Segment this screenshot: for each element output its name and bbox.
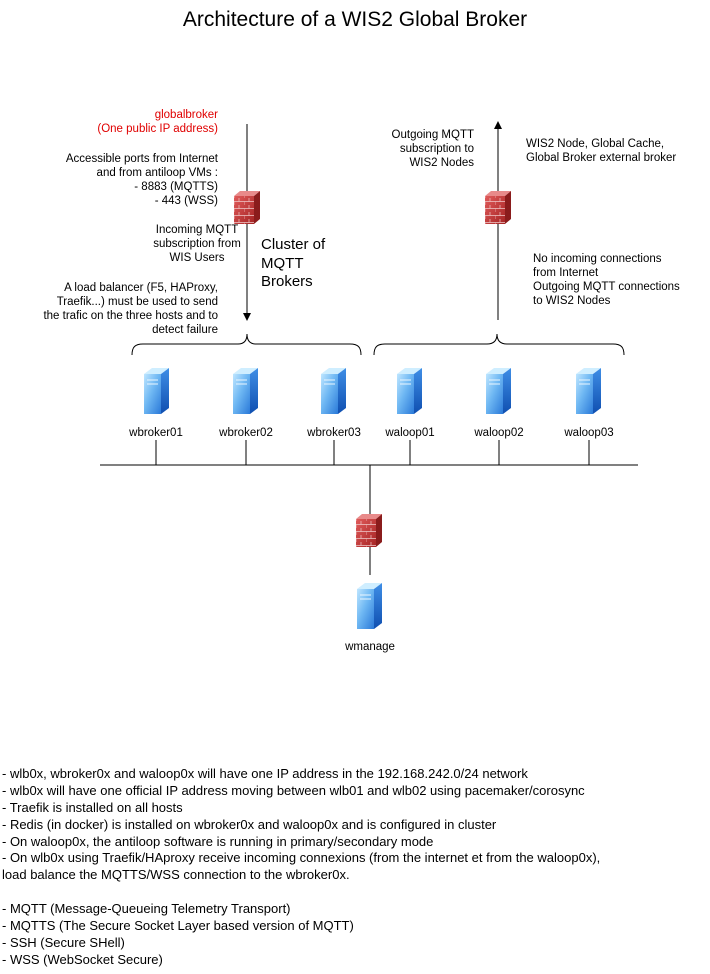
note-line: load balance the MQTTS/WSS connection to… — [2, 867, 350, 883]
host-label-wbroker01: wbroker01 — [129, 427, 183, 439]
cluster-label-line: Brokers — [261, 273, 313, 290]
outgoing-line: Outgoing MQTT — [391, 129, 474, 141]
outgoing-line: WIS2 Nodes — [409, 157, 474, 169]
host-label-waloop01: waloop01 — [385, 427, 435, 439]
note-line — [2, 884, 600, 901]
ports-line: and from antiloop VMs : — [96, 167, 218, 179]
cluster-label: Cluster of MQTT Brokers — [261, 236, 325, 292]
server-icon — [486, 368, 511, 414]
host-connectors — [155, 440, 590, 575]
note-line: - wlb0x, wbroker0x and waloop0x will hav… — [2, 766, 528, 781]
no-incoming-line: to WIS2 Nodes — [533, 295, 611, 307]
external-brokers-line: Global Broker external broker — [526, 152, 677, 164]
globalbroker-ip-note: (One public IP address) — [97, 123, 218, 135]
incoming-line: WIS Users — [169, 252, 225, 264]
server-icon — [233, 368, 258, 414]
firewall-icon — [356, 514, 382, 547]
brace-antiloop — [373, 333, 625, 356]
ports-line: - 8883 (MQTTS) — [134, 181, 218, 193]
server-icon — [397, 368, 422, 414]
ports-line: - 443 (WSS) — [154, 195, 218, 207]
diagram-title: Architecture of a WIS2 Global Broker — [182, 8, 528, 31]
host-label-waloop02: waloop02 — [474, 427, 524, 439]
outgoing-line: subscription to — [399, 143, 474, 155]
host-label-wbroker02: wbroker02 — [219, 427, 273, 439]
note-line: - On waloop0x, the antiloop software is … — [2, 833, 434, 849]
load-balancer-line: Traefik...) must be used to send — [56, 296, 218, 308]
note-line: - Traefik is installed on all hosts — [2, 799, 183, 815]
load-balancer-line: detect failure — [152, 324, 218, 336]
note-line: - Redis (in docker) is installed on wbro… — [2, 816, 497, 832]
brace-brokers — [131, 333, 362, 356]
load-balancer-line: A load balancer (F5, HAProxy, — [64, 282, 218, 294]
server-icon — [144, 368, 169, 414]
note-line: - SSH (Secure SHell) — [2, 934, 125, 950]
server-icon — [321, 368, 346, 414]
host-label-wbroker03: wbroker03 — [307, 427, 361, 439]
no-incoming-line: Outgoing MQTT connections — [533, 281, 680, 293]
note-line: - wlb0x will have one official IP addres… — [2, 782, 585, 798]
note-line: - MQTT (Message-Queueing Telemetry Trans… — [2, 901, 291, 917]
incoming-line: Incoming MQTT — [155, 224, 239, 236]
host-label-waloop03: waloop03 — [564, 427, 614, 439]
note-line: - On wlb0x using Traefik/HAproxy receive… — [2, 850, 601, 866]
incoming-line: subscription from — [153, 238, 241, 250]
server-icon — [357, 583, 382, 629]
host-label-wmanage: wmanage — [345, 641, 395, 653]
ports-line: Accessible ports from Internet — [65, 153, 218, 165]
cluster-label-line: Cluster of — [261, 236, 326, 253]
firewall-icon — [485, 191, 511, 224]
no-incoming-line: No incoming connections — [533, 253, 662, 265]
firewall-icon — [234, 191, 260, 224]
note-line: - WSS (WebSocket Secure) — [2, 951, 163, 967]
notes-block: - wlb0x, wbroker0x and waloop0x will hav… — [2, 766, 600, 969]
external-brokers-line: WIS2 Node, Global Cache, — [526, 138, 665, 150]
server-icon — [576, 368, 601, 414]
load-balancer-line: the trafic on the three hosts and to — [43, 310, 218, 322]
no-incoming-line: from Internet — [533, 267, 599, 279]
cluster-label-line: MQTT — [261, 254, 304, 272]
globalbroker-label: globalbroker — [154, 109, 218, 121]
note-line: - MQTTS (The Secure Socket Layer based v… — [2, 918, 354, 934]
